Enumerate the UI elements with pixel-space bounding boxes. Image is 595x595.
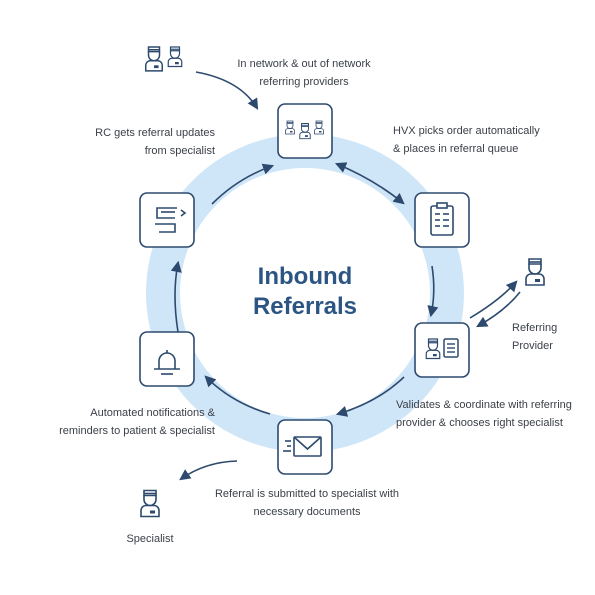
arrow-providers-to-network	[195, 71, 259, 110]
label-submitted: Referral is submitted to specialist with…	[214, 488, 399, 518]
doctor-checklist-icon	[425, 338, 459, 360]
node-rc	[139, 192, 195, 248]
node-network	[277, 103, 333, 159]
arrow-submit-to-notify	[204, 375, 271, 415]
node-validate	[414, 322, 470, 378]
arrow-hvx-to-validate	[427, 265, 439, 318]
referring-provider-icon	[525, 258, 545, 286]
label-validates: Validates & coordinate with referring pr…	[396, 399, 572, 429]
arrow-rc-to-network	[211, 163, 275, 205]
label-network-providers: In network & out of network referring pr…	[237, 58, 371, 88]
label-notifications: Automated notifications & reminders to p…	[59, 407, 215, 437]
clipboard-list-icon	[430, 202, 454, 236]
label-rc-updates: RC gets referral updates from specialist	[95, 127, 215, 157]
title-line-1: Inbound	[257, 263, 353, 290]
node-notify	[139, 331, 195, 387]
node-hvx	[414, 192, 470, 248]
arrow-validate-to-submit	[335, 376, 405, 417]
label-hvx-picks: HVX picks order automatically & places i…	[393, 125, 540, 155]
arrow-referring-to-validate	[476, 291, 521, 328]
email-send-icon	[283, 436, 322, 457]
bell-icon	[154, 350, 180, 375]
doctors-pair-icon	[144, 46, 183, 72]
arrow-notify-to-rc	[170, 260, 182, 333]
arrow-validate-to-referring	[469, 280, 518, 319]
transfer-arrow-icon	[155, 207, 187, 233]
cycle-arrows	[170, 71, 521, 481]
arrow-submit-to-specialist	[179, 460, 238, 481]
specialist-icon	[140, 489, 160, 518]
arrow-network-to-hvx	[334, 162, 405, 205]
label-referring-provider: Referring Provider	[512, 322, 558, 352]
title-line-2: Referrals	[252, 293, 358, 320]
label-specialist: Specialist	[126, 533, 174, 545]
diagram-title: Inbound Referrals	[205, 262, 405, 322]
